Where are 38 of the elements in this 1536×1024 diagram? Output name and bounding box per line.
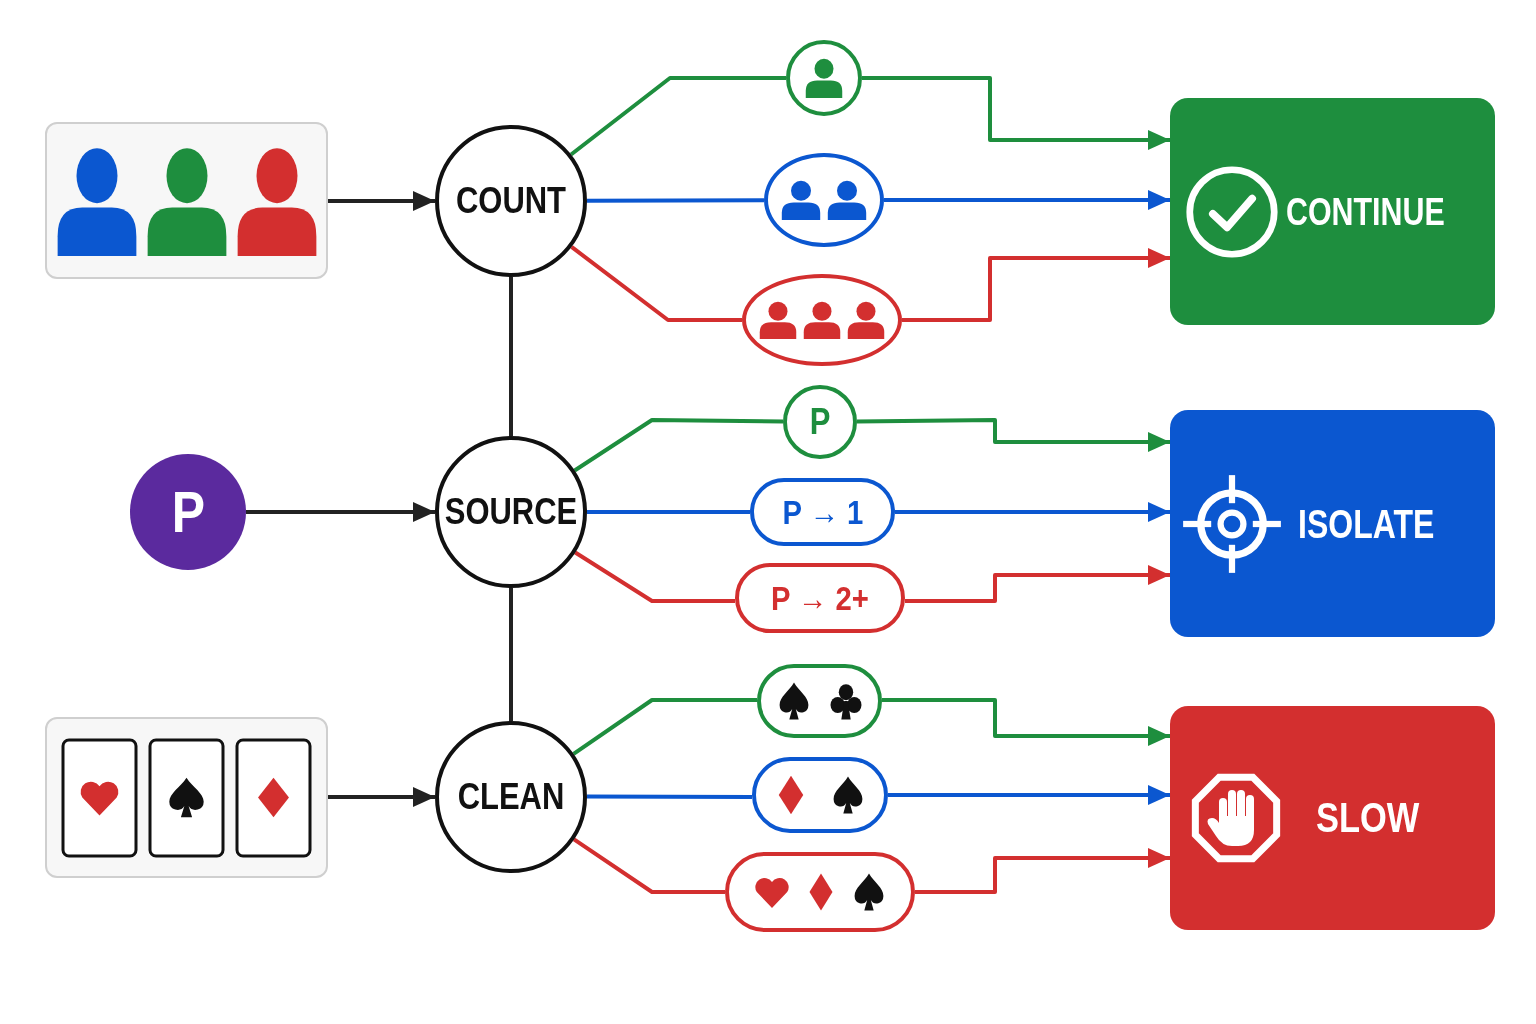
connector-line (569, 76, 786, 157)
arrow (328, 190, 435, 211)
action-label: CONTINUE (1286, 192, 1445, 231)
option-label: P (809, 404, 831, 440)
arrow (888, 785, 1170, 805)
arrow (915, 848, 1170, 894)
step-label: COUNT (455, 183, 567, 219)
connector-line (574, 550, 735, 603)
action-box (1170, 706, 1495, 930)
connector-line (509, 277, 513, 436)
action-label: SLOW (1316, 797, 1420, 839)
people-card (45, 122, 328, 279)
step-label: SOURCE (444, 494, 578, 530)
arrow (862, 76, 1170, 150)
connector-line (587, 198, 764, 203)
option-label: P → 2+ (771, 581, 869, 615)
connector-line (587, 510, 750, 514)
arrow (856, 418, 1170, 452)
cards-card (45, 717, 328, 878)
arrow (246, 502, 435, 522)
option-label: P → 1 (782, 495, 863, 529)
connector-line (587, 794, 752, 799)
arrow (902, 248, 1170, 322)
connector-line (573, 418, 784, 473)
badge-letter: P (171, 483, 205, 541)
arrow (895, 502, 1170, 522)
action-label: ISOLATE (1298, 503, 1435, 544)
arrow (884, 190, 1170, 210)
arrow (328, 787, 435, 808)
connector-line (509, 588, 513, 721)
arrow (882, 698, 1170, 746)
step-label: CLEAN (457, 779, 565, 815)
connector-line (570, 245, 742, 322)
connector-line (572, 698, 757, 756)
arrow (905, 565, 1170, 603)
action-box (1170, 410, 1495, 637)
connector-line (572, 837, 725, 894)
action-box (1170, 98, 1495, 325)
